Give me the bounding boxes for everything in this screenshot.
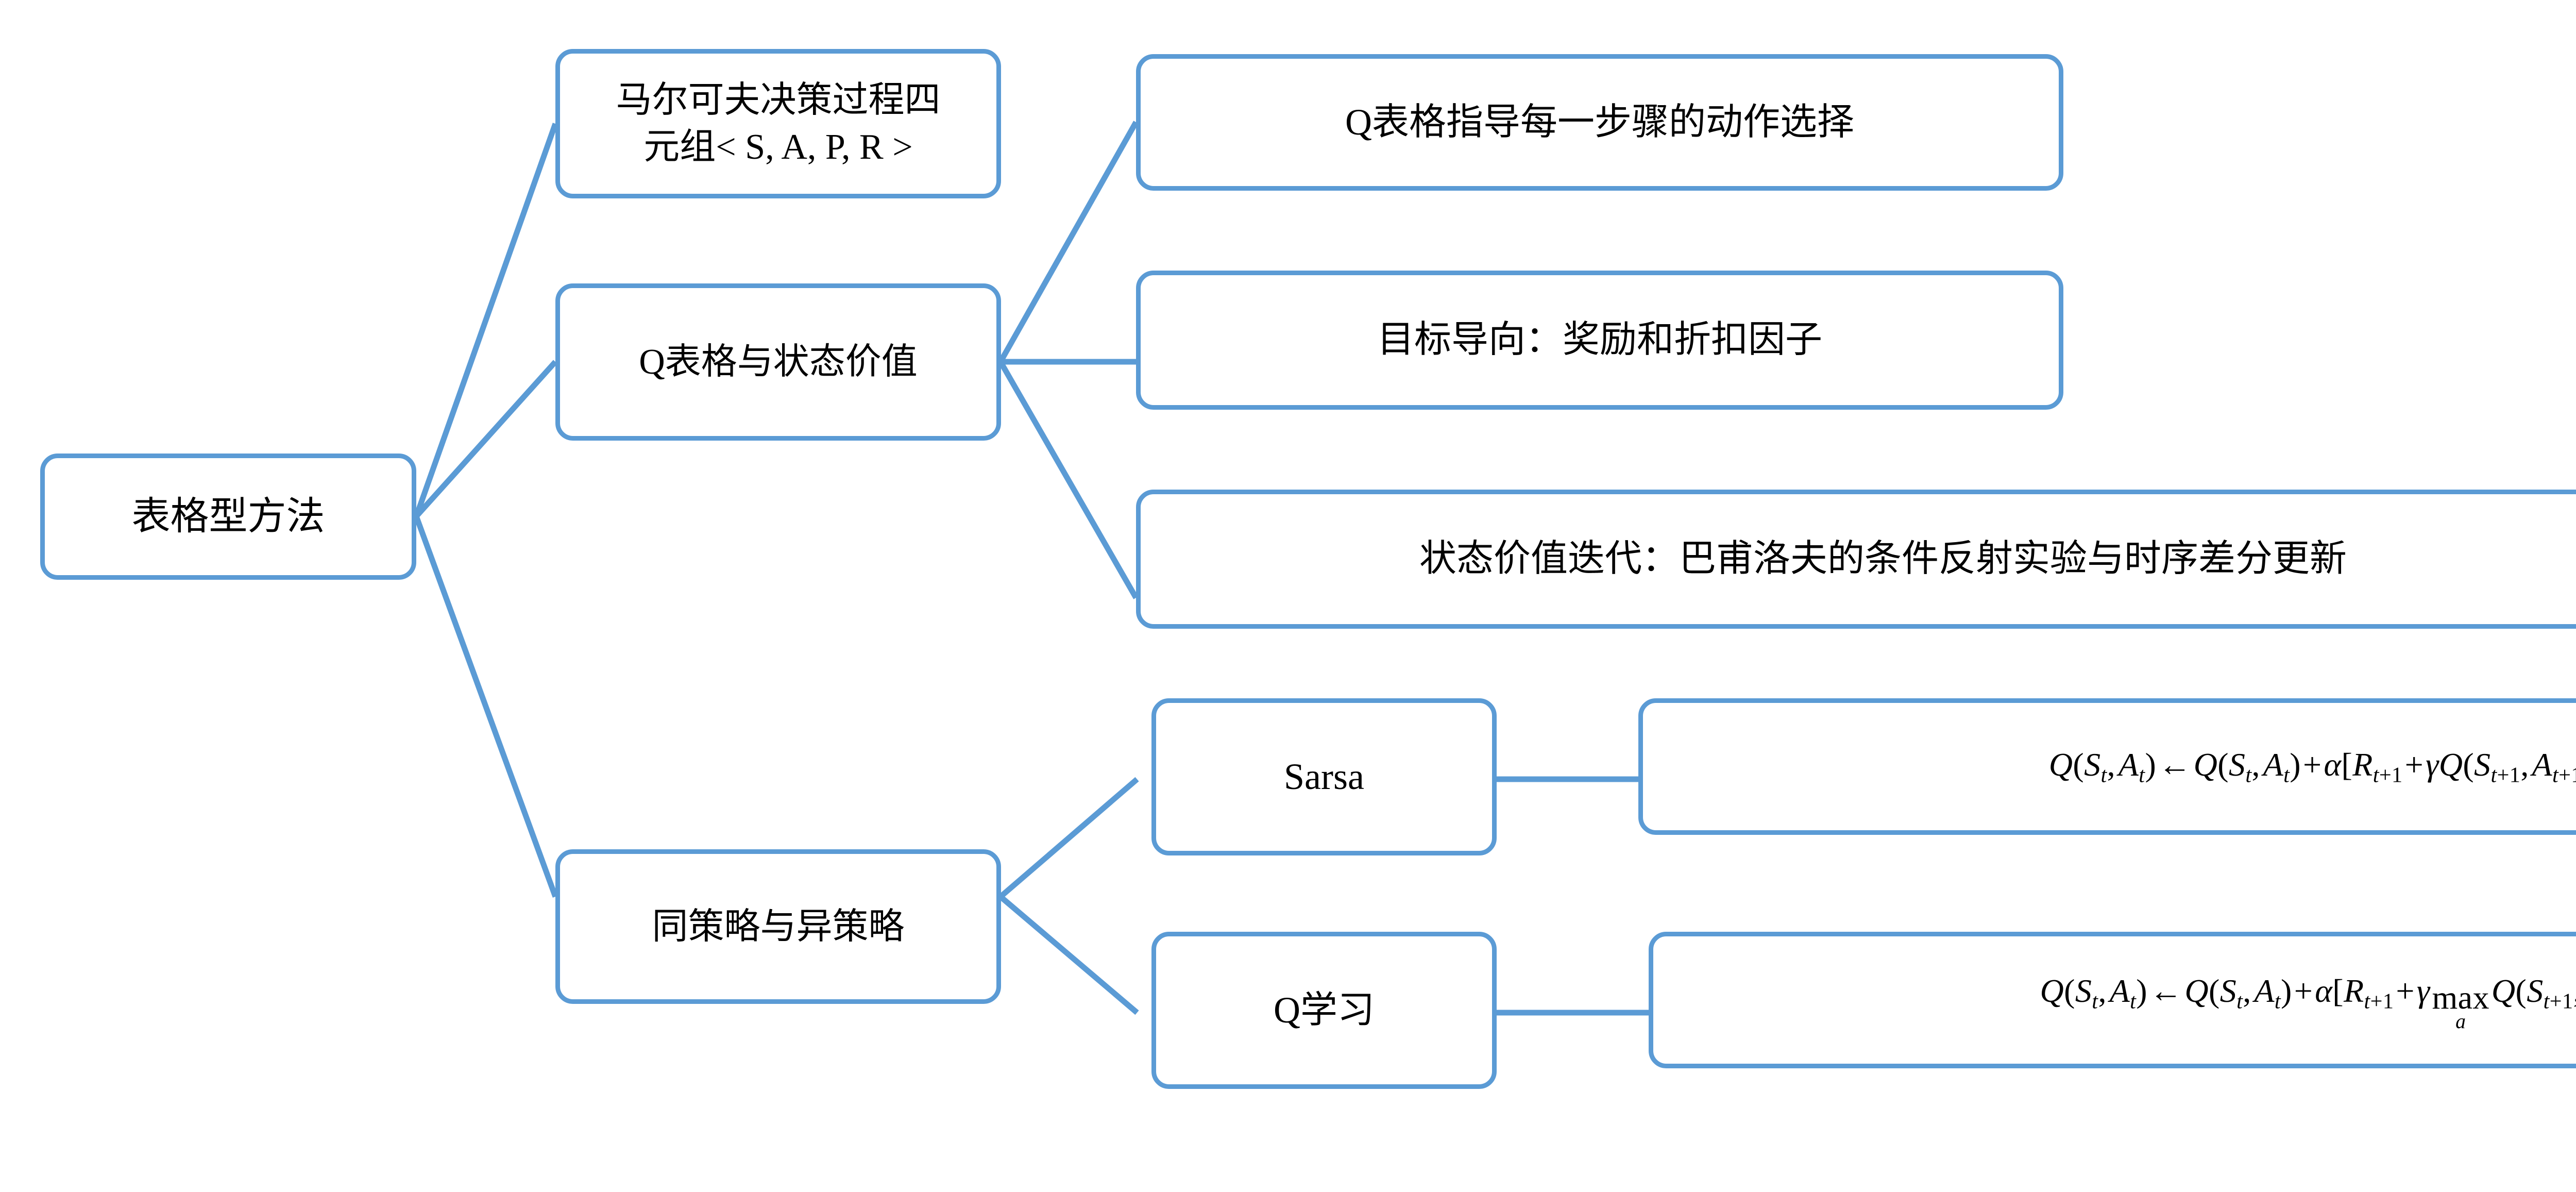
node-qtable[interactable]: Q表格与状态价值: [555, 283, 1001, 441]
node-qtable-action[interactable]: Q表格指导每一步骤的动作选择: [1136, 54, 2063, 191]
node-qtable-action-label: Q表格指导每一步骤的动作选择: [1345, 101, 1854, 143]
edge-qtable-to-valueiter: [998, 360, 1139, 599]
node-sarsa[interactable]: Sarsa: [1151, 698, 1497, 855]
edge-root-to-qtable: [414, 360, 558, 518]
edge-policy-to-sarsa: [998, 777, 1139, 899]
node-mdp-label-line2: 元组< S, A, P, R >: [643, 127, 913, 167]
node-mdp-label-line1: 马尔可夫决策过程四: [616, 80, 941, 120]
edge-qtable-to-action: [998, 121, 1139, 363]
node-mdp-label: 马尔可夫决策过程四 元组< S, A, P, R >: [571, 77, 985, 171]
node-mdp[interactable]: 马尔可夫决策过程四 元组< S, A, P, R >: [555, 49, 1001, 198]
node-qlearning-formula[interactable]: Q(St, At)←Q(St, At)+α[Rt+1+γmaxaQ(St+1, …: [1649, 932, 2576, 1068]
node-sarsa-label: Sarsa: [1284, 756, 1364, 797]
node-sarsa-formula-text: Q(St, At)←Q(St, At)+α[Rt+1+γQ(St+1, At+1…: [2048, 746, 2576, 787]
node-qlearning[interactable]: Q学习: [1151, 932, 1497, 1089]
node-qlearning-label: Q学习: [1274, 989, 1375, 1031]
node-qtable-goal[interactable]: 目标导向：奖励和折扣因子: [1136, 271, 2063, 410]
node-qtable-value-iter-label: 状态价值迭代：巴甫洛夫的条件反射实验与时序差分更新: [1419, 538, 2347, 580]
edge-root-to-mdp: [413, 123, 558, 517]
edge-root-to-policy: [413, 515, 558, 898]
node-policy-label: 同策略与异策略: [652, 906, 905, 947]
edge-policy-to-qlearning: [998, 894, 1139, 1015]
node-qtable-label: Q表格与状态价值: [639, 342, 918, 382]
node-sarsa-formula[interactable]: Q(St, At)←Q(St, At)+α[Rt+1+γQ(St+1, At+1…: [1638, 698, 2576, 835]
node-qlearning-formula-text: Q(St, At)←Q(St, At)+α[Rt+1+γmaxaQ(St+1, …: [2040, 972, 2576, 1033]
node-root[interactable]: 表格型方法: [40, 454, 416, 580]
node-policy[interactable]: 同策略与异策略: [555, 849, 1001, 1004]
node-qtable-value-iter[interactable]: 状态价值迭代：巴甫洛夫的条件反射实验与时序差分更新: [1136, 490, 2576, 629]
node-root-label: 表格型方法: [131, 495, 325, 538]
node-qtable-goal-label: 目标导向：奖励和折扣因子: [1377, 319, 1822, 361]
